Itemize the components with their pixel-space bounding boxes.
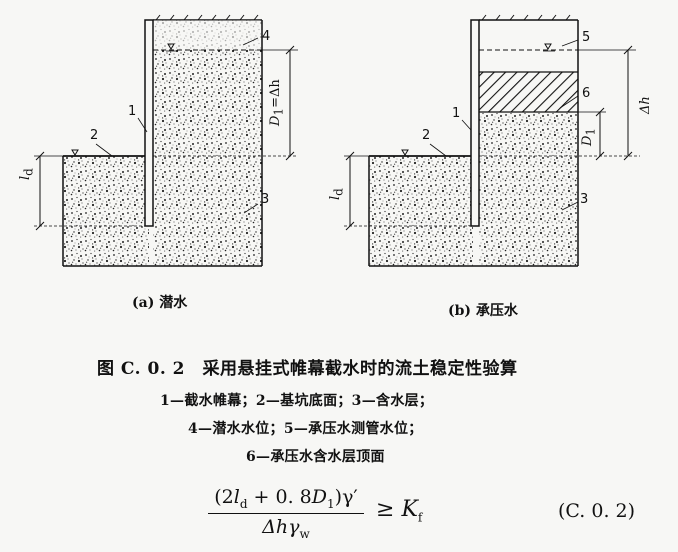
panel-a-base-soil <box>63 156 149 266</box>
formula-denominator: Δhγw <box>262 516 310 542</box>
panel-b-top-ground <box>479 14 578 21</box>
panel-a-callout-3: 3 <box>261 192 270 207</box>
panel-a-water-symbol <box>167 43 175 50</box>
panel-a-retained-soil <box>153 50 262 266</box>
panel-b-aquitard-layer <box>479 72 578 112</box>
panel-a-dim-ld: ld <box>18 168 36 180</box>
panel-a-callout-2: 2 <box>90 128 99 143</box>
panel-a-callout-4: 4 <box>262 29 271 44</box>
formula-numerator: (2ld + 0. 8D1)γ′ <box>214 486 358 511</box>
panel-a-label: (a) 潜水 <box>132 295 188 311</box>
panel-a-base-water-symbol <box>71 149 79 156</box>
panel-a-diagram <box>34 14 298 267</box>
panel-b-callout-1: 1 <box>452 106 461 121</box>
panel-b-callout-3: 3 <box>580 192 589 207</box>
formula-rhs: ≥ Kf <box>376 497 423 525</box>
panel-b-dim-dh: Δh <box>638 96 653 114</box>
panel-a-top-ground <box>153 14 262 21</box>
panel-a-callout-1: 1 <box>128 104 137 119</box>
legend-line-1: 1—截水帷幕；2—基坑底面；3—含水层； <box>160 393 434 409</box>
panel-b-callout-6: 6 <box>582 86 591 101</box>
panel-b-dim-ld: ld <box>328 188 346 200</box>
panel-b-cutoff-curtain <box>470 19 480 227</box>
panel-b-label: (b) 承压水 <box>448 303 518 319</box>
formula-fraction: (2ld + 0. 8D1)γ′ Δhγw <box>208 486 364 541</box>
legend-line-3: 6—承压水含水层顶面 <box>246 449 385 465</box>
panel-b-callout-5: 5 <box>582 30 591 45</box>
panel-b-diagram <box>344 14 640 267</box>
panel-b-callout-2: 2 <box>422 128 431 143</box>
figure-caption: 图 C. 0. 2 采用悬挂式帷幕截水时的流土稳定性验算 <box>97 359 518 379</box>
panel-b-water-symbol <box>544 43 552 50</box>
panel-a-dim-d1-dh: D1=Δh <box>268 79 286 126</box>
legend-line-2: 4—潜水水位；5—承压水测管水位； <box>188 421 423 437</box>
equation-number: (C. 0. 2) <box>558 500 636 522</box>
panel-b-base-water-symbol <box>401 149 409 156</box>
panel-b-confined-aquifer <box>479 112 578 266</box>
panel-b-dim-d1: D1 <box>580 127 598 146</box>
panel-b-base-soil <box>369 156 473 266</box>
panel-a-cutoff-curtain <box>144 19 154 227</box>
formula-fraction-bar <box>208 512 364 515</box>
